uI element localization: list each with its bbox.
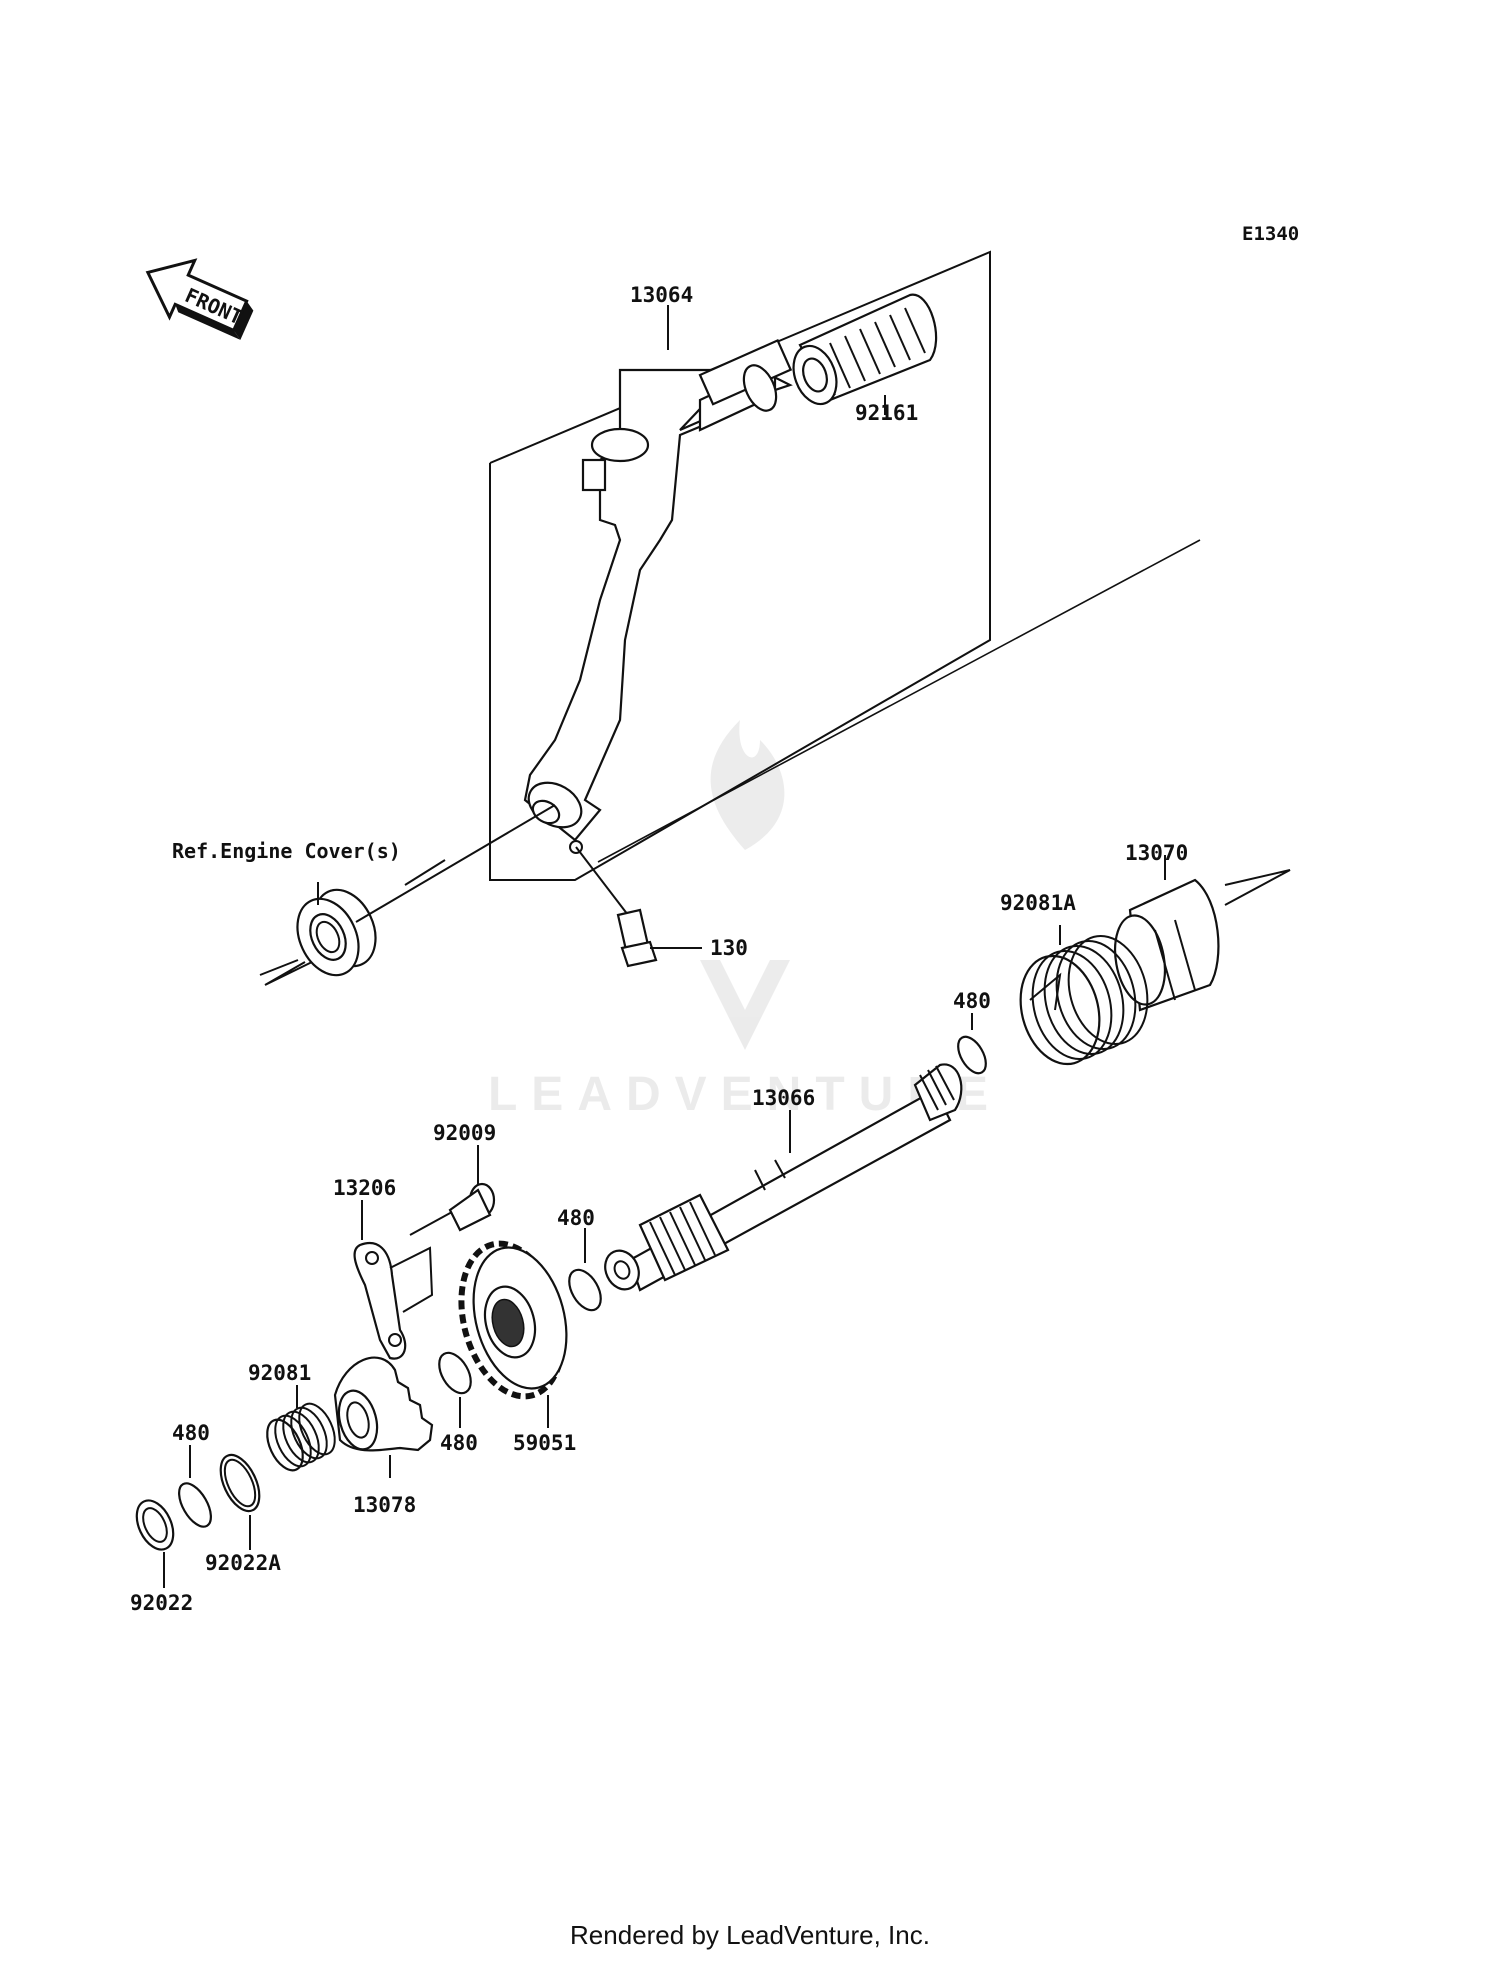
diagram-code: E1340 xyxy=(1242,223,1299,245)
callout-480-c: 480 xyxy=(172,1421,210,1445)
callout-480-d: 480 xyxy=(440,1431,478,1455)
callout-92081a: 92081A xyxy=(1000,891,1076,915)
circlip-480-top xyxy=(957,1013,987,1075)
engine-cover-seal xyxy=(259,804,556,986)
callout-13206: 13206 xyxy=(333,1176,396,1200)
reference-note: Ref.Engine Cover(s) xyxy=(172,839,401,863)
callout-130: 130 xyxy=(710,936,748,960)
callout-13066: 13066 xyxy=(752,1086,815,1110)
circlip-480-bottom xyxy=(178,1445,212,1528)
pin-92009 xyxy=(409,1145,496,1236)
callout-13078: 13078 xyxy=(353,1493,416,1517)
washer-92022a xyxy=(219,1453,261,1550)
shaft-axis xyxy=(597,539,1201,863)
pedal-rubber xyxy=(792,293,938,406)
ratchet-guide xyxy=(353,1200,434,1360)
callout-92161: 92161 xyxy=(855,401,918,425)
kick-spring xyxy=(1019,925,1149,1066)
callout-13064: 13064 xyxy=(630,283,693,307)
circlip-480-mid xyxy=(568,1228,602,1312)
kick-gear xyxy=(458,1240,568,1428)
callout-92009: 92009 xyxy=(433,1121,496,1145)
assembly-bracket xyxy=(489,250,991,881)
callout-92022: 92022 xyxy=(130,1591,193,1615)
callout-59051: 59051 xyxy=(513,1431,576,1455)
axis-arrow-right xyxy=(1224,869,1291,906)
callout-92081: 92081 xyxy=(248,1361,311,1385)
circlip-480-lower xyxy=(438,1351,472,1428)
front-arrow: FRONT xyxy=(145,258,254,340)
callout-92022a: 92022A xyxy=(205,1551,281,1575)
bolt-130 xyxy=(575,846,702,968)
ratchet-spring xyxy=(266,1385,336,1472)
footer-credit: Rendered by LeadVenture, Inc. xyxy=(570,1920,930,1950)
spring-guide xyxy=(1114,855,1220,1012)
callout-13070: 13070 xyxy=(1125,841,1188,865)
callout-480-a: 480 xyxy=(953,989,991,1013)
washer-92022 xyxy=(135,1499,175,1588)
callout-480-b: 480 xyxy=(557,1206,595,1230)
kick-ratchet xyxy=(333,1356,434,1478)
kick-shaft xyxy=(604,1063,963,1292)
